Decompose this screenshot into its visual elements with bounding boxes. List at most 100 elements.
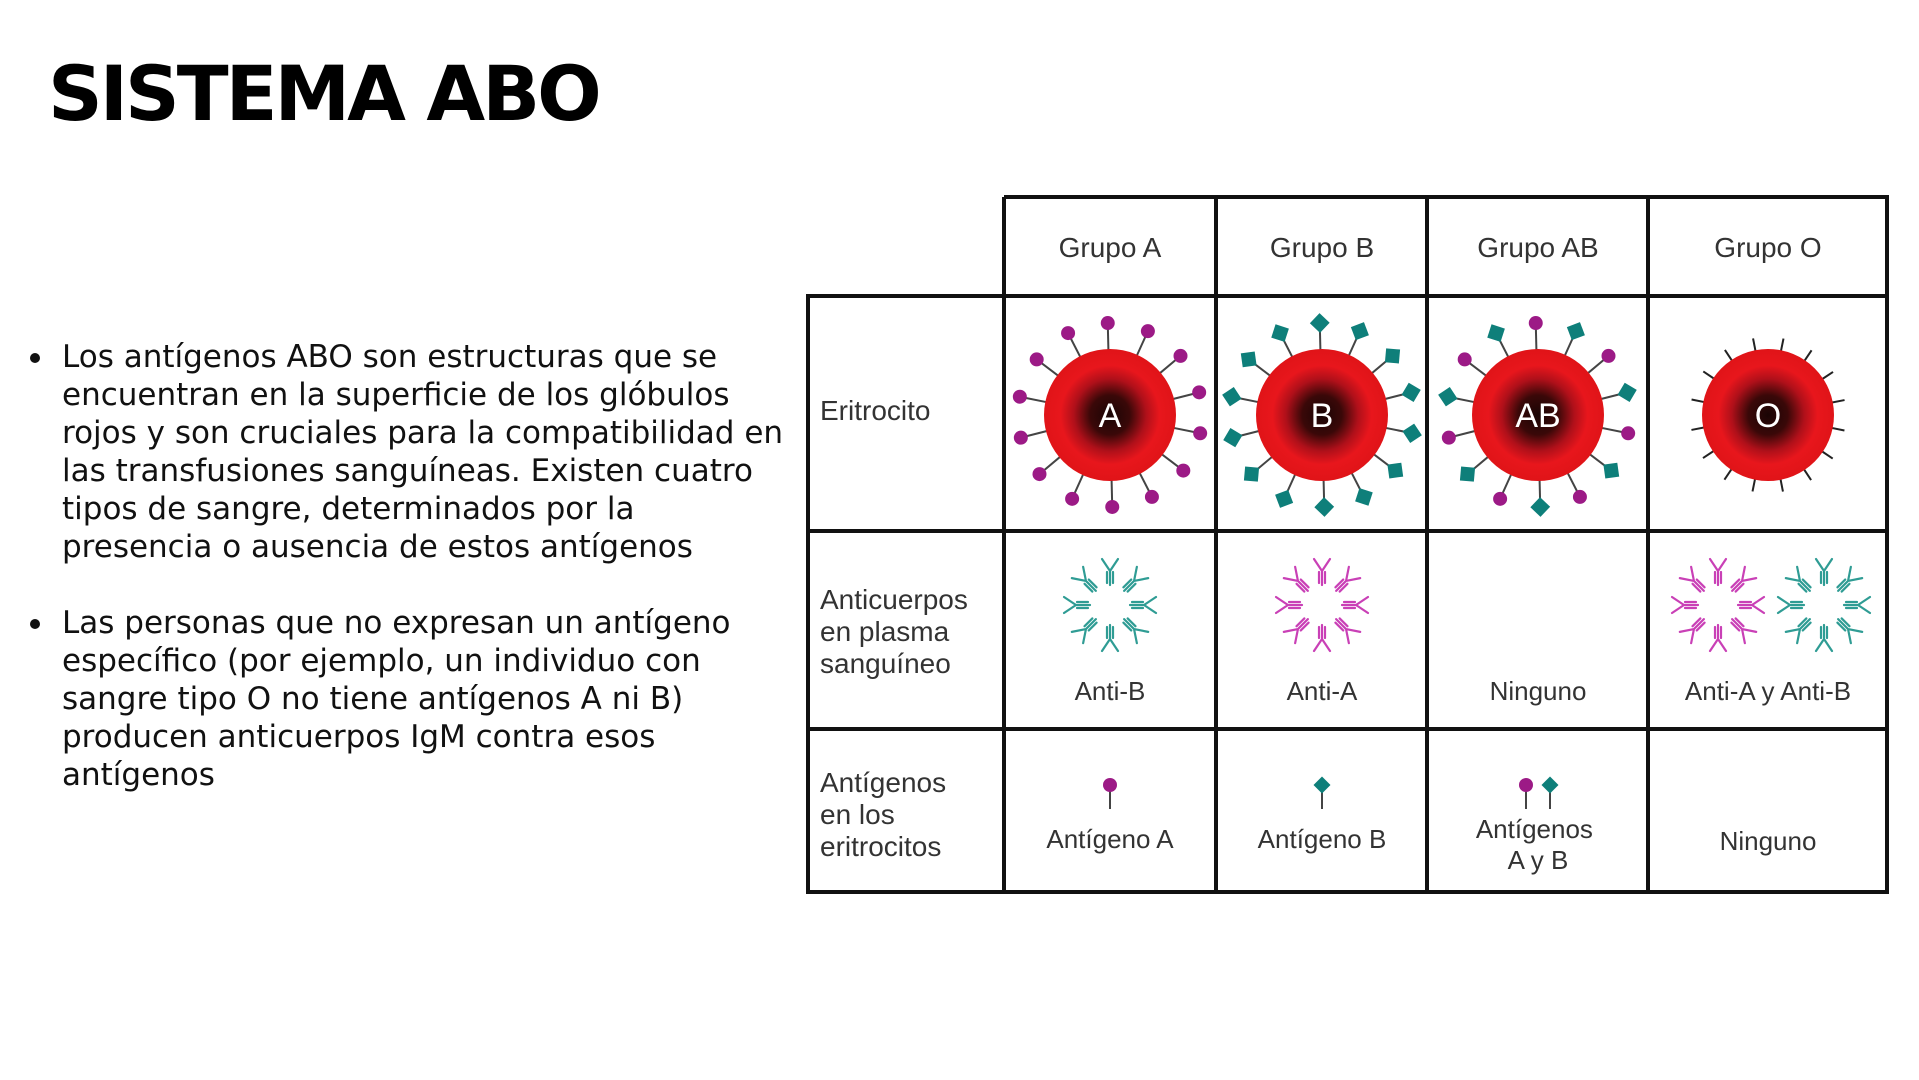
antigen-a-marker bbox=[1192, 385, 1207, 400]
bullet-item: Las personas que no expresan un antígeno… bbox=[28, 604, 788, 794]
antigen-a-marker bbox=[1193, 426, 1208, 441]
antibody-path bbox=[1678, 565, 1706, 593]
antigen-b-marker bbox=[1401, 382, 1421, 402]
antibody-path bbox=[1282, 565, 1310, 593]
antibody-path bbox=[1334, 617, 1362, 645]
antigen-a-marker bbox=[1621, 426, 1636, 441]
antigen-b-marker bbox=[1313, 776, 1331, 794]
antibody-path bbox=[1708, 557, 1728, 587]
antigen-a-marker bbox=[1601, 348, 1616, 363]
antigen-b-marker bbox=[1275, 489, 1294, 508]
antibody-icon bbox=[1670, 595, 1700, 615]
antigen-b-marker bbox=[1243, 466, 1260, 482]
antigen-a-marker bbox=[1061, 326, 1076, 341]
antibody-icon bbox=[1708, 623, 1728, 653]
antigen-label-b: Antígeno B bbox=[1258, 824, 1387, 854]
antibody-path bbox=[1678, 617, 1706, 645]
antigen-a-marker bbox=[1140, 324, 1155, 339]
antibody-icon bbox=[1708, 557, 1728, 587]
antigen-b-marker bbox=[1240, 351, 1257, 368]
antigen-label-line: Antígenos bbox=[1476, 814, 1593, 844]
row-header-line: en plasma bbox=[820, 616, 950, 647]
antibody-icon bbox=[1070, 565, 1098, 593]
antigen-a-marker bbox=[1100, 316, 1115, 331]
column-header-grupo-o: Grupo O bbox=[1714, 232, 1821, 263]
antibody-path bbox=[1836, 565, 1864, 593]
antibody-icon bbox=[1340, 595, 1370, 615]
row-header-erythrocyte: Eritrocito bbox=[820, 395, 930, 426]
row-header-antigens: Antígenos en los eritrocitos bbox=[820, 767, 954, 862]
row-header-antibodies: Anticuerpos en plasma sanguíneo bbox=[820, 584, 976, 679]
antibody-icon bbox=[1334, 565, 1362, 593]
antibody-icon bbox=[1736, 595, 1766, 615]
antibody-icon bbox=[1730, 565, 1758, 593]
antibody-path bbox=[1100, 557, 1120, 587]
antigen-b-marker bbox=[1314, 497, 1335, 517]
antigen-b-marker bbox=[1566, 322, 1585, 341]
anti-b-cluster bbox=[1776, 557, 1872, 653]
erythrocyte-label: AB bbox=[1515, 397, 1560, 435]
antigen-b-marker bbox=[1309, 313, 1330, 333]
antigen-a-icon bbox=[1103, 778, 1117, 809]
antibody-path bbox=[1814, 623, 1834, 653]
antibody-icon bbox=[1282, 565, 1310, 593]
antibody-icon bbox=[1678, 565, 1706, 593]
antigen-label-ab: Antígenos A y B bbox=[1476, 814, 1600, 875]
antigen-a-marker bbox=[1105, 499, 1120, 514]
antibody-icon bbox=[1062, 595, 1092, 615]
antibody-path bbox=[1282, 617, 1310, 645]
row-header-line: eritrocitos bbox=[820, 831, 941, 862]
antigen-b-marker bbox=[1384, 348, 1401, 364]
antibody-path bbox=[1062, 595, 1092, 615]
antigen-b-marker bbox=[1222, 387, 1242, 407]
antibody-label-b: Anti-A bbox=[1287, 676, 1358, 706]
antigen-a-marker bbox=[1144, 489, 1159, 504]
erythrocyte-o: O bbox=[1691, 338, 1845, 492]
antibody-icon bbox=[1776, 595, 1806, 615]
antigen-b-marker bbox=[1541, 776, 1559, 794]
table-grid bbox=[806, 195, 1889, 894]
antigen-a-marker bbox=[1013, 430, 1028, 445]
antibody-path bbox=[1274, 595, 1304, 615]
erythrocyte-label: B bbox=[1311, 397, 1334, 435]
antibody-icon bbox=[1678, 617, 1706, 645]
antigen-a-icon bbox=[1519, 778, 1533, 809]
antibody-path bbox=[1730, 565, 1758, 593]
row-header-line: en los bbox=[820, 799, 895, 830]
antibody-path bbox=[1070, 565, 1098, 593]
antigen-a-marker bbox=[1173, 348, 1188, 363]
antibody-icon bbox=[1070, 617, 1098, 645]
antigen-b-marker bbox=[1438, 387, 1458, 407]
antibody-icon bbox=[1784, 565, 1812, 593]
erythrocyte-b: B bbox=[1222, 313, 1422, 517]
antibody-icon bbox=[1842, 595, 1872, 615]
antibody-icon bbox=[1282, 617, 1310, 645]
antibody-path bbox=[1100, 623, 1120, 653]
antibody-path bbox=[1784, 565, 1812, 593]
antigen-b-marker bbox=[1271, 324, 1289, 342]
antibody-path bbox=[1122, 565, 1150, 593]
antigen-a-marker bbox=[1012, 389, 1027, 404]
antigen-b-marker bbox=[1223, 428, 1243, 448]
antibody-path bbox=[1670, 595, 1700, 615]
antibody-label-ab: Ninguno bbox=[1490, 676, 1587, 706]
antigen-b-marker bbox=[1355, 488, 1373, 506]
antigen-b-marker bbox=[1487, 324, 1505, 342]
antibody-path bbox=[1128, 595, 1158, 615]
antigen-label-a: Antígeno A bbox=[1046, 824, 1174, 854]
antigen-b-marker bbox=[1387, 462, 1404, 479]
column-header-grupo-b: Grupo B bbox=[1270, 232, 1374, 263]
antigen-label-line: A y B bbox=[1508, 845, 1569, 875]
antigen-a-marker bbox=[1176, 463, 1191, 478]
abo-table-svg: Grupo A Grupo B Grupo AB Grupo O Eritroc… bbox=[806, 195, 1889, 894]
antigen-b-marker bbox=[1617, 382, 1637, 402]
antibody-path bbox=[1784, 617, 1812, 645]
erythrocyte-body bbox=[1044, 349, 1176, 481]
antigen-a-marker bbox=[1457, 352, 1472, 367]
antibody-icon bbox=[1122, 617, 1150, 645]
antibody-path bbox=[1736, 595, 1766, 615]
antibody-icon bbox=[1730, 617, 1758, 645]
erythrocyte-label: O bbox=[1755, 397, 1781, 435]
antigen-b-icon bbox=[1313, 776, 1331, 809]
